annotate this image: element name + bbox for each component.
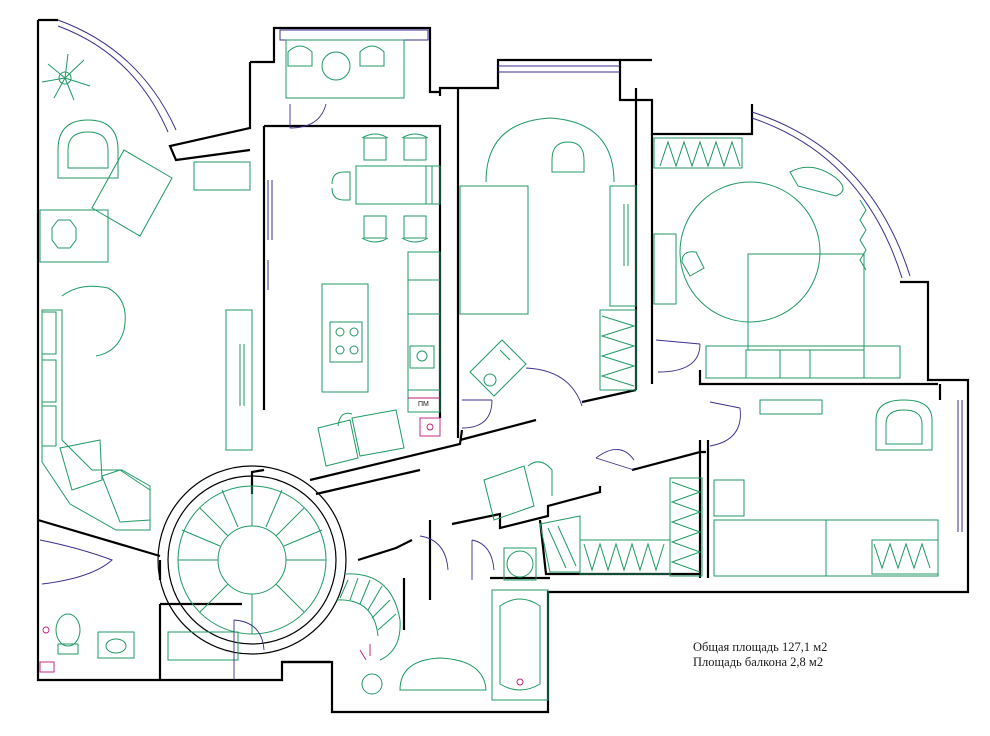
bedroom-master (653, 137, 901, 379)
balcony (285, 39, 405, 129)
bedroom-middle (459, 117, 637, 429)
total-area-label: Общая площадь 127,1 м2 (693, 640, 827, 654)
interior-walls (37, 88, 942, 680)
hall (419, 449, 703, 577)
bedroom-lower (709, 399, 939, 577)
living-room (39, 53, 253, 585)
spiral-staircase (157, 465, 347, 655)
wc (39, 613, 265, 680)
bathroom (359, 539, 549, 701)
balcony-area-label: Площадь балкона 2,8 м2 (693, 655, 823, 669)
dishwasher-label: ПМ (418, 401, 429, 408)
kitchen (317, 133, 441, 467)
plant-icon (41, 53, 91, 101)
windows (57, 19, 963, 532)
exterior-walls (36, 18, 970, 714)
curved-stair (335, 573, 401, 661)
